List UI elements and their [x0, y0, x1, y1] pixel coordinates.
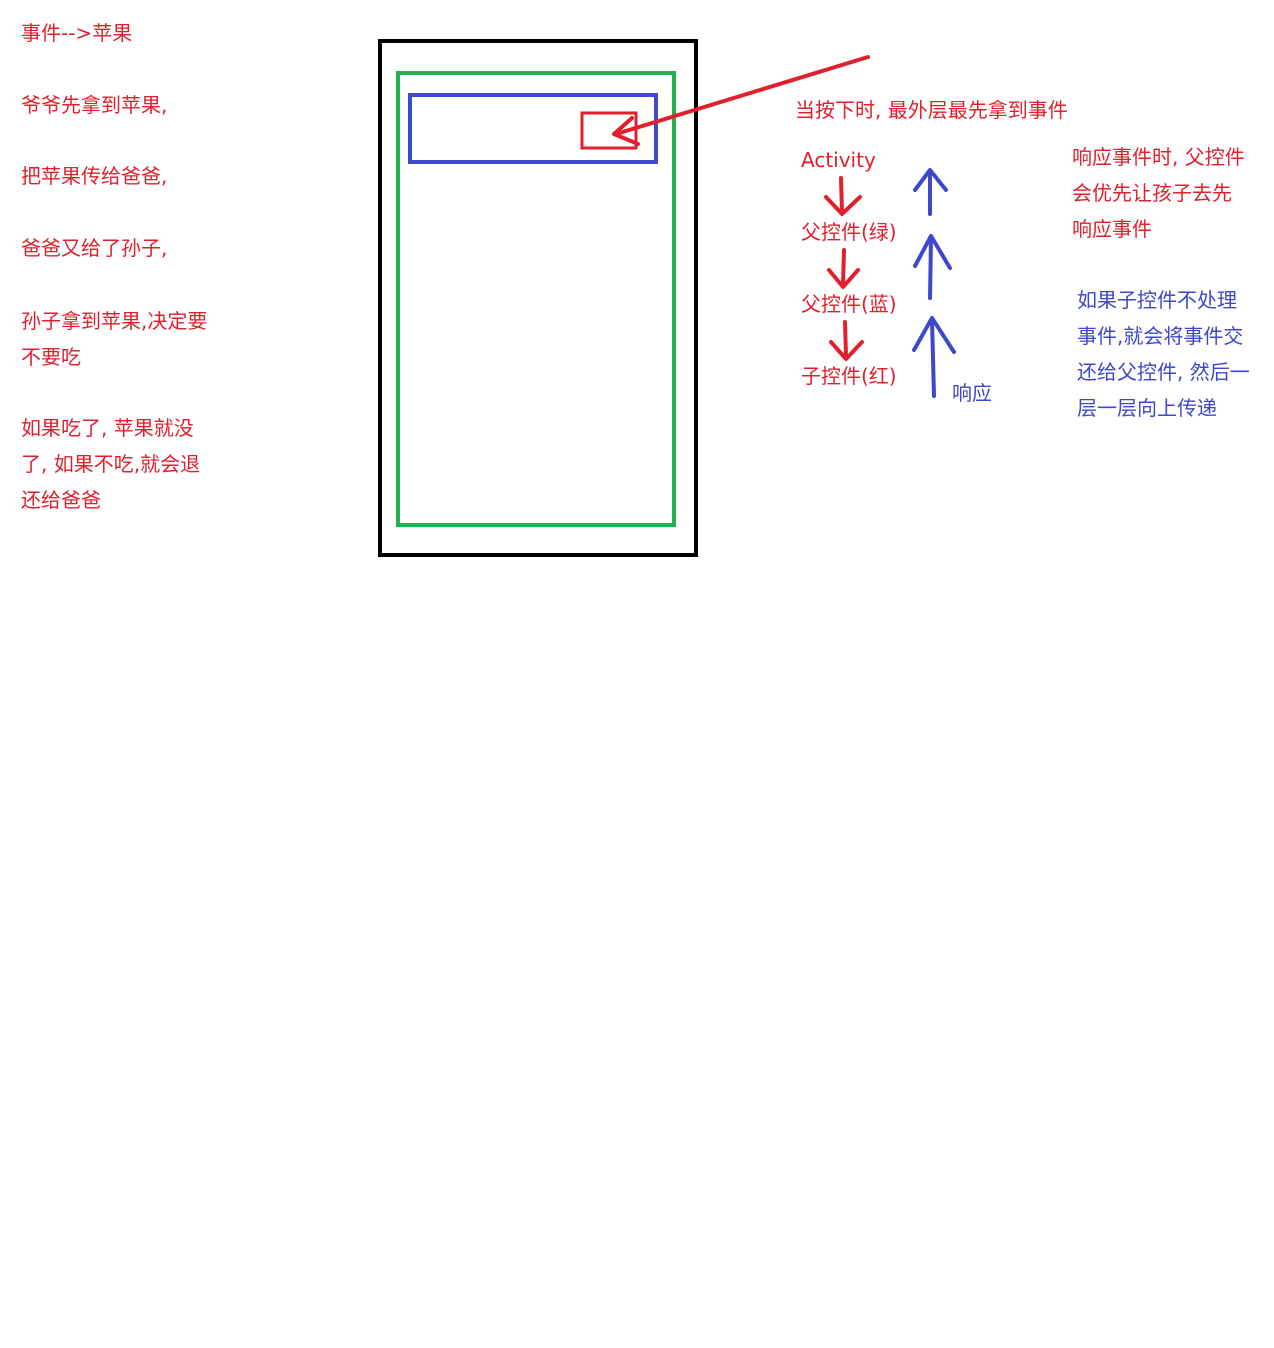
story-step-3: 爸爸又给了孙子,: [21, 236, 168, 260]
activity-frame: [378, 39, 698, 557]
note-blue-line-1: 如果子控件不处理: [1077, 288, 1237, 312]
response-arrow-1: [913, 168, 948, 216]
response-arrow-2: [913, 234, 952, 300]
note-red-line-3: 响应事件: [1072, 217, 1152, 241]
response-arrow-3: [912, 316, 956, 398]
note-blue-line-3: 还给父控件, 然后一: [1077, 360, 1250, 384]
dispatch-activity: Activity: [801, 148, 876, 172]
story-step-5-line-2: 了, 如果不吃,就会退: [21, 452, 201, 476]
note-blue-line-4: 层一层向上传递: [1077, 396, 1217, 420]
story-step-2: 把苹果传给爸爸,: [21, 164, 168, 188]
touch-arrow: [612, 55, 870, 146]
red-child-frame: [580, 111, 638, 150]
dispatch-blue-parent: 父控件(蓝): [801, 292, 897, 316]
blue-parent-frame: [408, 93, 658, 164]
callout-text: 当按下时, 最外层最先拿到事件: [795, 98, 1068, 122]
dispatch-arrow-2: [827, 248, 860, 289]
note-blue: 如果子控件不处理 事件,就会将事件交 还给父控件, 然后一 层一层向上传递: [1077, 282, 1250, 426]
note-red: 响应事件时, 父控件 会优先让孩子去先 响应事件: [1072, 139, 1245, 247]
note-red-line-1: 响应事件时, 父控件: [1072, 145, 1245, 169]
story-step-5-line-1: 如果吃了, 苹果就没: [21, 416, 194, 440]
story-step-5: 如果吃了, 苹果就没 了, 如果不吃,就会退 还给爸爸: [21, 410, 200, 518]
story-title: 事件-->苹果: [21, 21, 133, 45]
story-step-5-line-3: 还给爸爸: [21, 488, 101, 512]
dispatch-green-parent: 父控件(绿): [801, 220, 897, 244]
dispatch-arrow-3: [829, 320, 864, 361]
dispatch-arrow-1: [824, 176, 862, 216]
story-step-4-line-2: 不要吃: [21, 345, 81, 369]
dispatch-red-child: 子控件(红): [801, 364, 897, 388]
story-step-4: 孙子拿到苹果,决定要 不要吃: [21, 303, 207, 375]
green-parent-frame: [396, 71, 676, 527]
response-label: 响应: [952, 381, 992, 405]
story-step-1: 爷爷先拿到苹果,: [21, 93, 168, 117]
note-red-line-2: 会优先让孩子去先: [1072, 181, 1232, 205]
note-blue-line-2: 事件,就会将事件交: [1077, 324, 1244, 348]
story-step-4-line-1: 孙子拿到苹果,决定要: [21, 309, 208, 333]
